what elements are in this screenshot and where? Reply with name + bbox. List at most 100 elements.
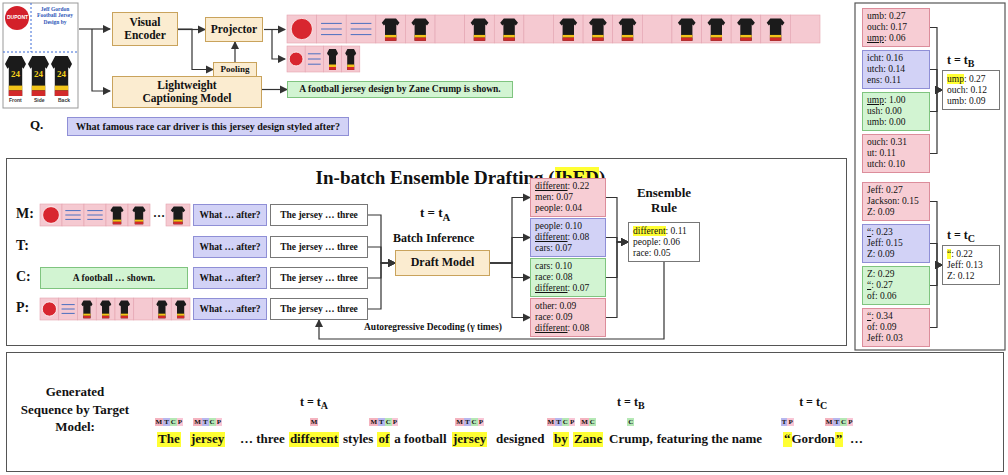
box-text: ouch: 0.17 bbox=[867, 22, 907, 33]
image-token bbox=[59, 298, 78, 320]
text-part: : 0.29 bbox=[873, 269, 895, 279]
jersey-number: 24 bbox=[34, 69, 43, 79]
box-text: Z: 0.09 bbox=[867, 249, 894, 260]
text-part: : 0.22 bbox=[951, 249, 973, 259]
text-part: : 0.14 bbox=[883, 64, 905, 74]
text-part: t = t bbox=[947, 228, 968, 242]
distribution-box: Jeff: 0.27Jackson: 0.15Z: 0.09 bbox=[862, 182, 930, 221]
image-token bbox=[287, 15, 317, 43]
text-part: ouch bbox=[867, 22, 885, 32]
box-text: The jersey … three bbox=[280, 304, 358, 315]
text-part: P bbox=[787, 418, 793, 426]
text-part: people bbox=[535, 203, 560, 213]
image-token bbox=[524, 15, 554, 43]
text-part: P bbox=[216, 418, 222, 426]
text-part: ouch bbox=[867, 137, 885, 147]
box-text: ush: 0.00 bbox=[867, 106, 902, 117]
box-text: Draft Model bbox=[411, 256, 475, 270]
box-text: Generated Sequence by Target Model: bbox=[19, 383, 131, 436]
image-token bbox=[376, 15, 406, 43]
subscript: A bbox=[443, 211, 451, 223]
captioner-box: Lightweight Captioning Model bbox=[112, 76, 262, 108]
question-box: What famous race car driver is this jers… bbox=[67, 117, 349, 136]
caption-box: A football jersey design by Zane Crump i… bbox=[287, 81, 513, 98]
text-part: men bbox=[535, 192, 551, 202]
text-part: M bbox=[455, 418, 464, 426]
text-part: P bbox=[569, 418, 575, 426]
box-text: different: 0.08 bbox=[535, 323, 589, 334]
box-text: different: 0.22 bbox=[535, 181, 589, 192]
text-part: : 0.09 bbox=[873, 249, 895, 259]
step-label: t = tA bbox=[420, 206, 450, 223]
distribution-box: icht: 0.16utch: 0.14ens: 0.11 bbox=[862, 50, 930, 89]
text-part: Jeff bbox=[947, 260, 961, 270]
image-token bbox=[115, 298, 134, 320]
connector bbox=[606, 198, 628, 243]
text-part: ump bbox=[867, 33, 884, 43]
sequence-token: The bbox=[157, 432, 181, 447]
image-token bbox=[134, 298, 153, 320]
image-token bbox=[494, 15, 524, 43]
box-text: What … after? bbox=[199, 304, 260, 315]
subscript: A bbox=[321, 400, 328, 411]
patch-grid bbox=[3, 3, 78, 52]
sequence-token: jersey bbox=[452, 432, 487, 447]
connector bbox=[262, 89, 287, 90]
question-token-box: What … after? bbox=[193, 204, 267, 226]
box-text: cars: 0.07 bbox=[535, 243, 572, 254]
image-token bbox=[642, 15, 672, 43]
text-part: t = t bbox=[420, 205, 443, 220]
text-part: : 0.11 bbox=[666, 226, 687, 236]
image-token bbox=[40, 298, 59, 320]
connector bbox=[930, 265, 942, 328]
text-part: ut bbox=[867, 148, 874, 158]
text-part: icht bbox=[867, 53, 881, 63]
connector bbox=[368, 247, 395, 263]
text-part: Z bbox=[947, 271, 953, 281]
text-part: different bbox=[633, 226, 666, 236]
text-part: T bbox=[378, 418, 385, 426]
model-tag: TP bbox=[781, 418, 794, 426]
text-part: : 0.27 bbox=[881, 185, 903, 195]
image-token bbox=[62, 204, 84, 226]
connector bbox=[234, 42, 235, 62]
image-token bbox=[672, 15, 702, 43]
text-part: cars bbox=[535, 261, 550, 271]
text-part: : 0.15 bbox=[897, 196, 919, 206]
image-token bbox=[84, 204, 106, 226]
draft-token-box: The jersey … three bbox=[270, 298, 368, 320]
distribution-box: cars: 0.10race: 0.08different: 0.07 bbox=[530, 258, 606, 297]
logo bbox=[5, 6, 29, 30]
image-token bbox=[128, 204, 150, 226]
image-token bbox=[342, 46, 360, 72]
text-part: T bbox=[555, 418, 562, 426]
text-part: : 0.34 bbox=[871, 311, 893, 321]
text-part: different bbox=[535, 181, 568, 191]
text-part: umb bbox=[947, 96, 964, 106]
box-text: ump: 0.06 bbox=[867, 33, 906, 44]
connector bbox=[490, 198, 530, 264]
text-part: M bbox=[547, 418, 556, 426]
text-part: Jeff bbox=[867, 333, 881, 343]
connector bbox=[368, 215, 395, 263]
box-text: different: 0.07 bbox=[535, 283, 589, 294]
text-part: M bbox=[155, 418, 164, 426]
text-part: P bbox=[478, 418, 484, 426]
image-token bbox=[613, 15, 643, 43]
connector bbox=[490, 263, 530, 278]
model-tag: MTCP bbox=[455, 418, 484, 426]
text-part: “ bbox=[867, 280, 871, 290]
text-part: : 0.27 bbox=[964, 74, 986, 84]
distribution-box: “: 0.34of: 0.09Jeff: 0.03 bbox=[862, 308, 930, 347]
sequence-token: a football bbox=[394, 432, 446, 447]
distribution-box: umb: 0.27ouch: 0.17ump: 0.06 bbox=[862, 8, 930, 47]
box-text: “: 0.23 bbox=[867, 227, 893, 238]
image-token bbox=[287, 46, 305, 72]
text-part: : 0.11 bbox=[880, 75, 901, 85]
box-text: of: 0.06 bbox=[867, 291, 897, 302]
text-part: C bbox=[385, 418, 392, 426]
text-part: cars bbox=[535, 243, 550, 253]
connector bbox=[490, 238, 530, 264]
text-part: t = t bbox=[947, 53, 968, 67]
question-token-box: What … after? bbox=[193, 298, 267, 320]
